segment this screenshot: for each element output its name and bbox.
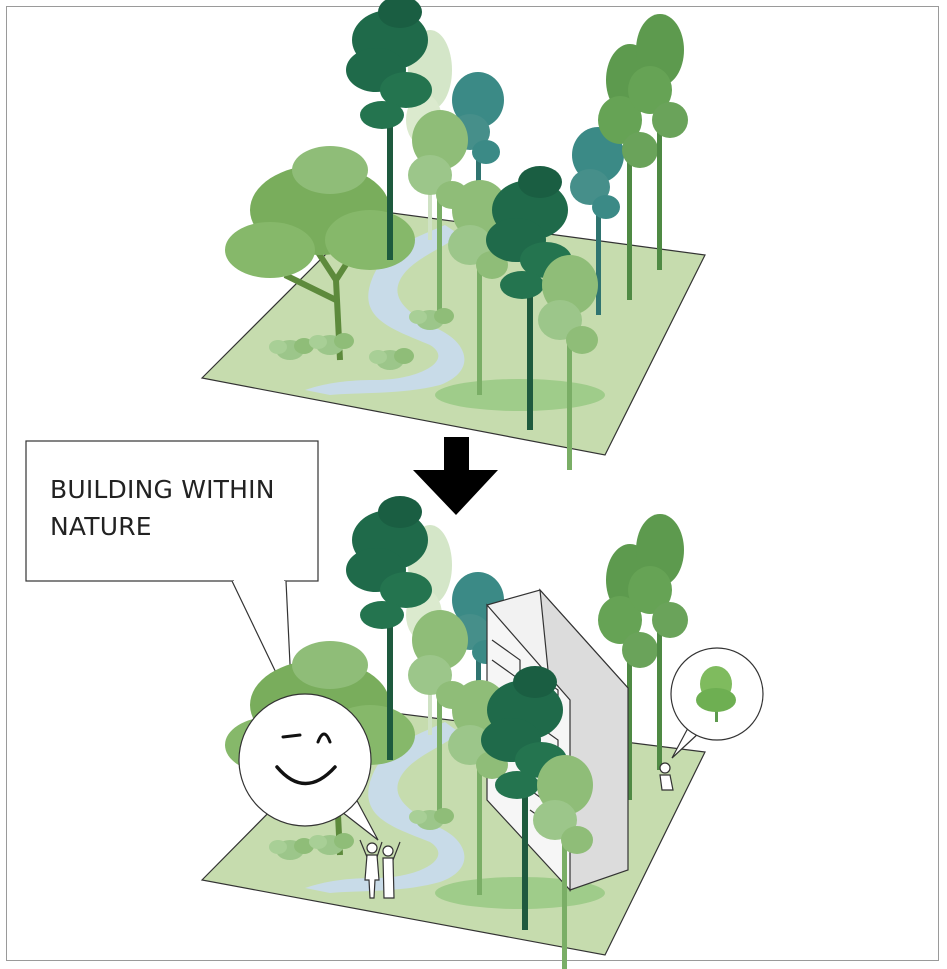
smiley-face-icon (238, 693, 379, 841)
top-stream (305, 225, 465, 395)
down-arrow-icon (413, 437, 498, 515)
top-scene (200, 0, 706, 470)
callout-line-2: NATURE (50, 512, 152, 541)
top-clearing (435, 379, 605, 411)
person-icon (659, 762, 674, 791)
bottom-scene (200, 496, 764, 969)
people-icon (359, 839, 401, 899)
callout-box: BUILDING WITHIN NATURE (25, 440, 319, 707)
tree-icon (670, 647, 764, 759)
callout-line-1: BUILDING WITHIN (50, 475, 275, 504)
bottom-stream (305, 722, 465, 893)
